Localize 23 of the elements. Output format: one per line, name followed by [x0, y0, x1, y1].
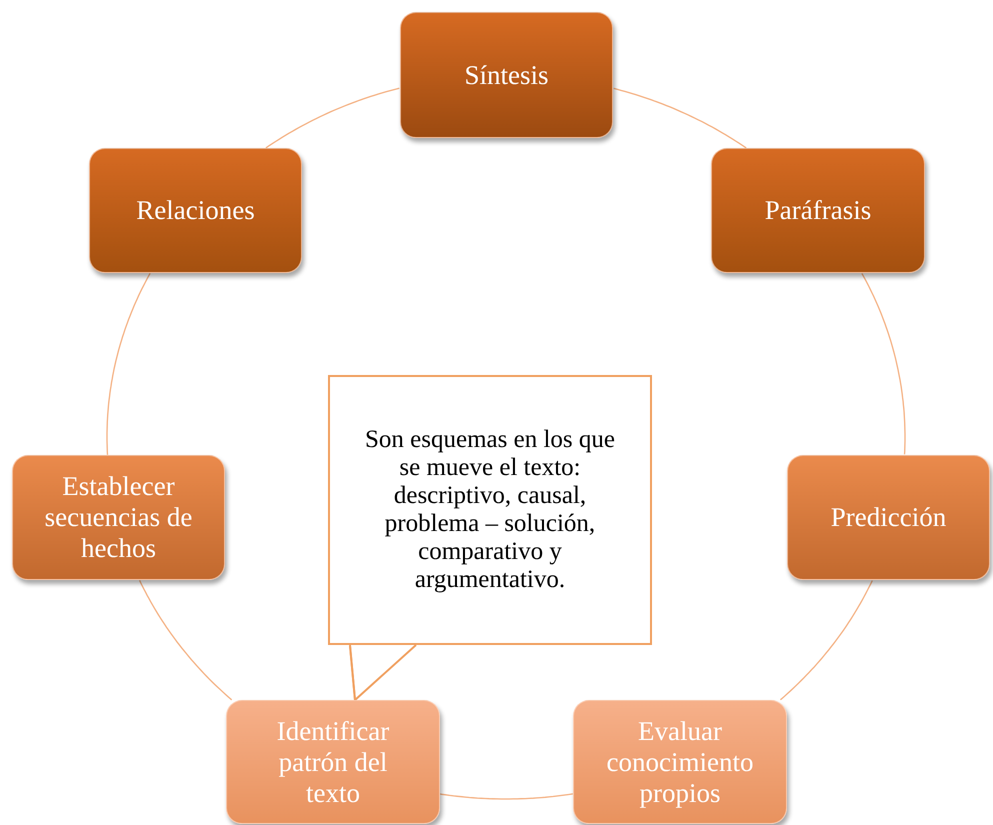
- connector-arc: [780, 580, 873, 700]
- step-label: Evaluar conocimiento propios: [606, 716, 754, 808]
- step-label: Paráfrasis: [764, 195, 872, 226]
- connector-arc: [106, 272, 151, 455]
- connector-arc: [861, 273, 906, 454]
- step-box: [12, 455, 225, 580]
- step-label: Establecer secuencias de hechos: [44, 471, 194, 564]
- connector-arc: [139, 580, 232, 700]
- callout-text: Son esquemas en los que se mueve el texto: descriptivo, causal, problema – solución, comparativo y argumentativo.: [364, 426, 616, 594]
- step-box: [787, 455, 990, 580]
- step-label: Síntesis: [464, 60, 549, 90]
- step-box: [226, 700, 440, 824]
- connector-arc: [614, 88, 747, 148]
- step-label: Relaciones: [136, 195, 255, 226]
- step-box: [711, 148, 925, 273]
- connector-arc: [266, 88, 400, 148]
- connector-arc: [440, 793, 573, 800]
- step-label: Predicción: [830, 502, 946, 533]
- step-box: [400, 12, 613, 138]
- step-label: Identificar patrón del texto: [276, 716, 390, 808]
- step-box: [573, 700, 787, 824]
- callout-box: [328, 375, 652, 645]
- step-box: [89, 148, 302, 273]
